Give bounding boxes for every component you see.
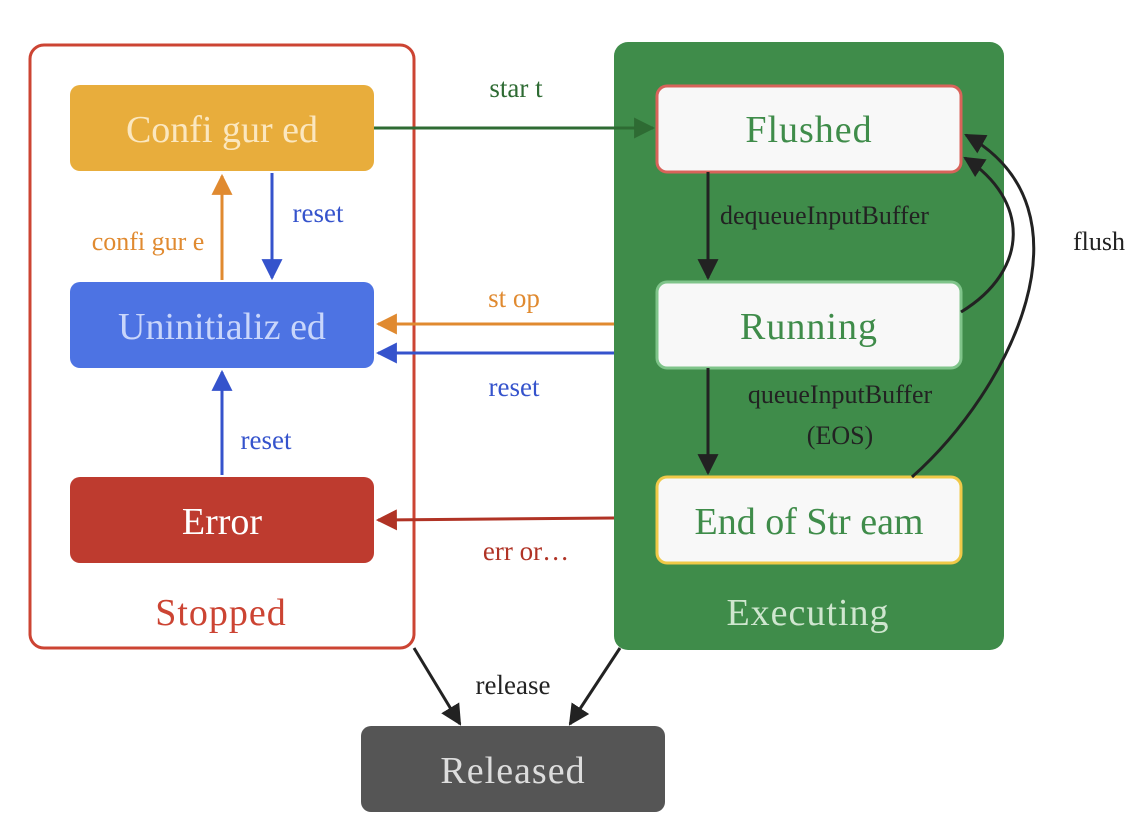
state-released-label: Released	[440, 750, 585, 792]
label-flush: flush	[1073, 227, 1125, 256]
arrow-flush-running	[960, 156, 1015, 314]
label-dequeue: dequeueInputBuffer	[720, 201, 929, 230]
arrow-flush-eos	[911, 133, 1036, 479]
state-end-of-stream: End of Str eam	[655, 475, 963, 565]
state-error-label: Error	[182, 501, 263, 543]
state-released: Released	[361, 726, 665, 812]
label-queue-eos: (EOS)	[807, 421, 873, 450]
label-queue: queueInputBuffer	[748, 380, 933, 409]
state-flushed: Flushed	[655, 84, 963, 174]
state-flushed-label: Flushed	[745, 109, 872, 151]
label-release: release	[476, 670, 551, 700]
label-reset-executing: reset	[489, 372, 540, 402]
label-error: err or…	[483, 536, 569, 566]
state-end-of-stream-label: End of Str eam	[694, 501, 923, 543]
arrow-release-executing	[568, 647, 622, 726]
label-stop: st op	[488, 283, 540, 313]
state-running-label: Running	[740, 306, 878, 348]
state-uninitialized-label: Uninitializ ed	[118, 306, 326, 348]
label-reset-configured: reset	[293, 198, 344, 228]
stopped-group-label: Stopped	[155, 592, 287, 634]
label-start: star t	[489, 73, 543, 103]
state-running: Running	[655, 280, 963, 370]
state-uninitialized: Uninitializ ed	[70, 282, 374, 368]
label-reset-error: reset	[241, 425, 292, 455]
arrow-error	[375, 509, 615, 531]
state-configured-label: Confi gur ed	[126, 109, 318, 151]
label-configure: confi gur e	[92, 227, 205, 256]
executing-group-label: Executing	[726, 592, 889, 634]
state-configured: Confi gur ed	[70, 85, 374, 171]
arrow-release-stopped	[412, 647, 462, 726]
state-error: Error	[70, 477, 374, 563]
